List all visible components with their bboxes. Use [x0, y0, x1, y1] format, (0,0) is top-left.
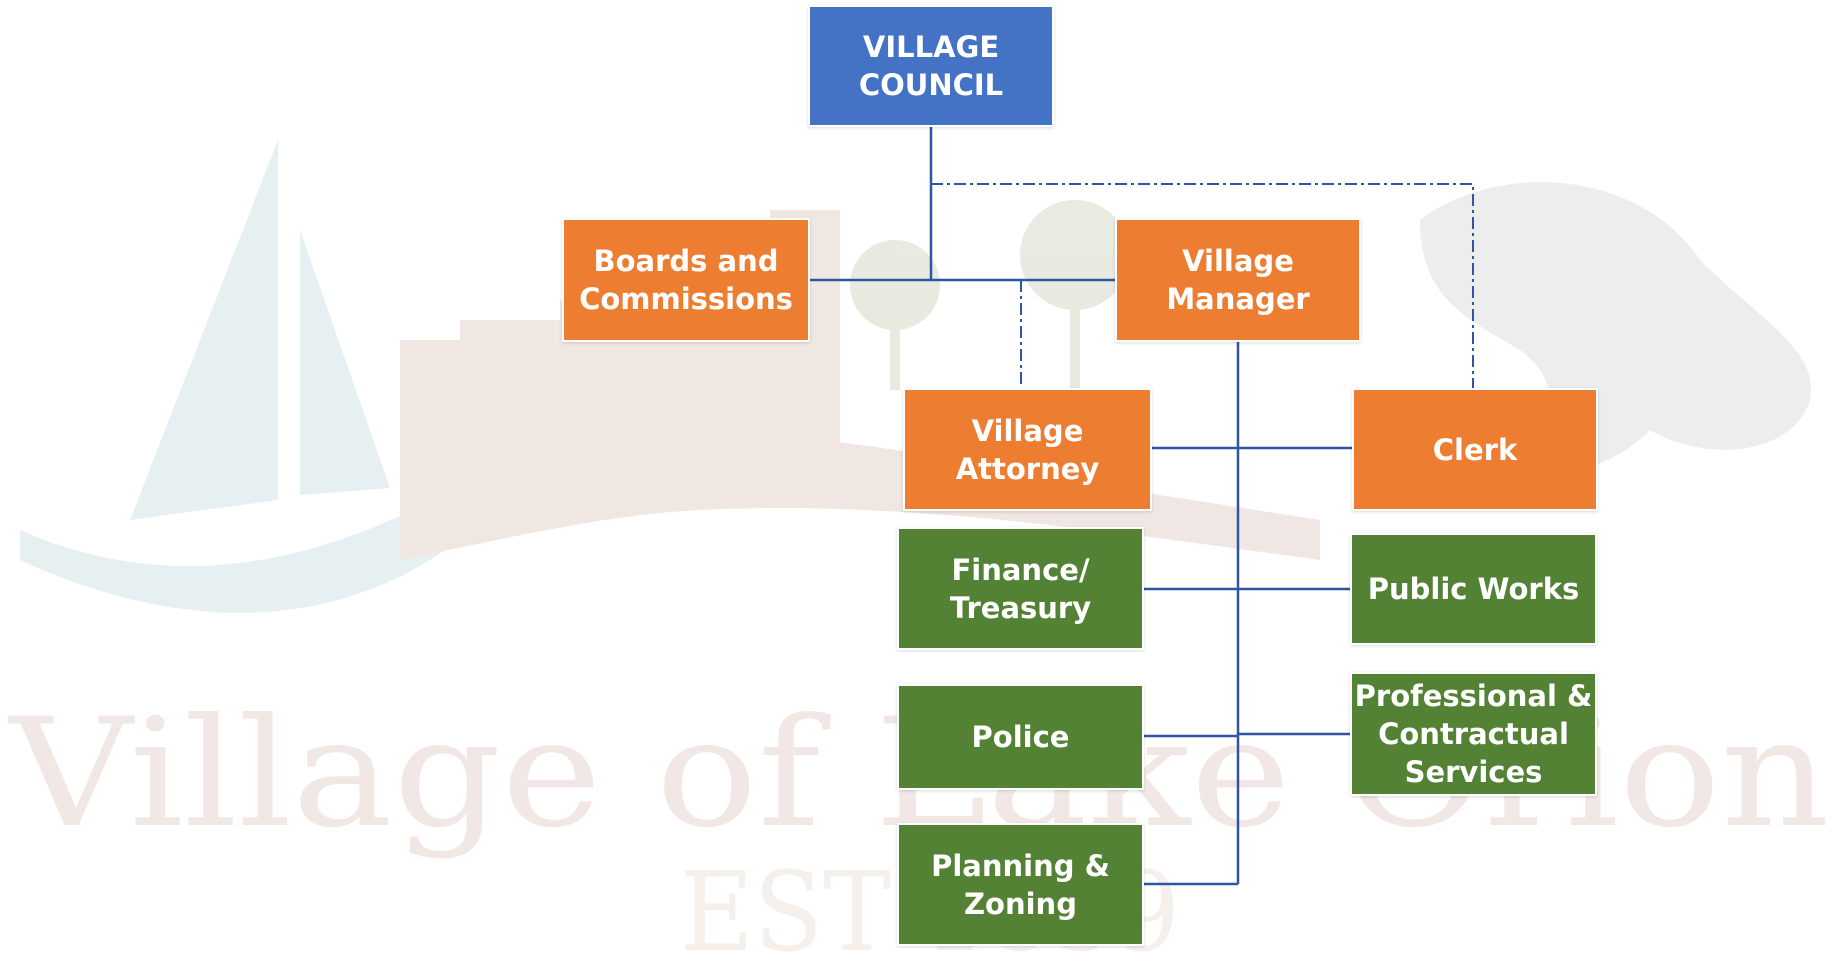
village-attorney-box: Village Attorney	[903, 388, 1152, 511]
sailboat-sail-icon	[130, 140, 278, 520]
boards-and-commissions-box: Boards and Commissions	[562, 218, 810, 342]
trees-icon	[850, 200, 1130, 390]
clerk-box: Clerk	[1352, 388, 1598, 511]
sailboat-jib-icon	[300, 230, 390, 495]
police-box: Police	[897, 684, 1144, 790]
public-works-box: Public Works	[1350, 533, 1597, 645]
dragon-head-icon	[1420, 182, 1812, 470]
finance-treasury-box: Finance/ Treasury	[897, 527, 1144, 650]
professional-contractual-services-box: Professional & Contractual Services	[1350, 672, 1597, 796]
village-manager-box: Village Manager	[1115, 218, 1361, 342]
planning-and-zoning-box: Planning & Zoning	[897, 823, 1144, 946]
village-council-box: VILLAGE COUNCIL	[808, 5, 1054, 127]
connector-council-clerk-dashed	[931, 183, 1474, 388]
